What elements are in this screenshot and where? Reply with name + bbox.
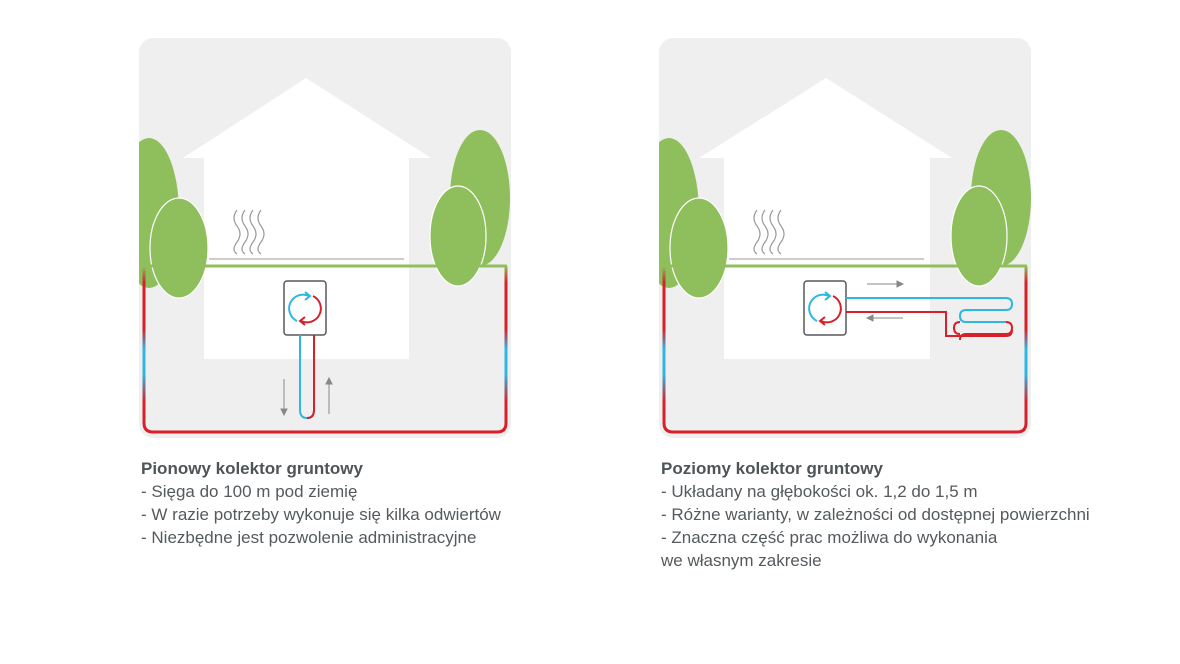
caption-bullets: - Układany na głębokości ok. 1,2 do 1,5 … (661, 480, 1176, 572)
trees-left (139, 138, 209, 299)
bullet-item: - Różne warianty, w zależności od dostęp… (661, 505, 1090, 524)
heat-pump-icon (283, 280, 327, 336)
caption-vertical: Pionowy kolektor gruntowy - Sięga do 100… (141, 457, 611, 549)
bullet-item: - Układany na głębokości ok. 1,2 do 1,5 … (661, 482, 978, 501)
caption-bullets: - Sięga do 100 m pod ziemię - W razie po… (141, 480, 611, 549)
caption-horizontal: Poziomy kolektor gruntowy - Układany na … (661, 457, 1176, 572)
flow-arrows (280, 376, 333, 417)
cycle-arrows-icon (288, 291, 322, 326)
bullet-item: - Niezbędne jest pozwolenie administracy… (141, 528, 477, 547)
ground-outline (142, 266, 508, 434)
horizontal-collector-illustration (659, 38, 1031, 438)
heat-waves-icon (233, 209, 265, 255)
horizontal-collector-pipe (846, 297, 1014, 341)
heat-pump-icon (803, 280, 847, 336)
flow-arrows (865, 280, 905, 322)
vertical-collector-illustration (139, 38, 511, 438)
trees-right (429, 130, 510, 287)
bullet-item: - Sięga do 100 m pod ziemię (141, 482, 358, 501)
trees-left (659, 138, 729, 299)
bullet-item: - Znaczna część prac możliwa do wykonani… (661, 528, 998, 570)
cycle-arrows-icon (808, 291, 842, 326)
heat-waves-icon (753, 209, 785, 255)
caption-title: Poziomy kolektor gruntowy (661, 459, 883, 478)
caption-title: Pionowy kolektor gruntowy (141, 459, 363, 478)
bullet-item: - W razie potrzeby wykonuje się kilka od… (141, 505, 501, 524)
trees-right (950, 130, 1031, 287)
ground-outline (662, 266, 1028, 434)
